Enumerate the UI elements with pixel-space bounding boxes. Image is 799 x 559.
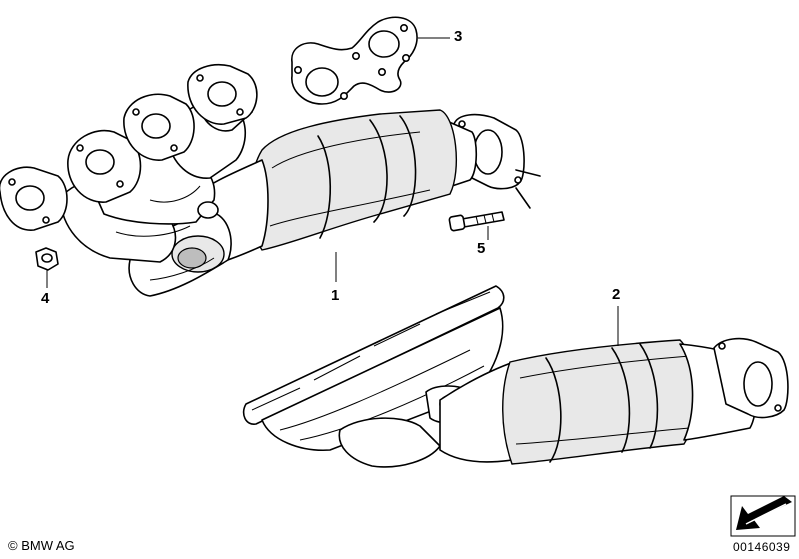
part-5-bolt [448,211,505,232]
callout-part-4: 4 [41,290,50,307]
callout-part-1: 1 [331,287,340,304]
leader-lines [46,37,619,346]
copyright-text: © BMW AG [8,538,75,553]
document-number: 00146039 [733,540,791,554]
callout-part-5: 5 [477,240,486,257]
part-3-gasket [291,16,418,105]
arrow-nav-icon[interactable] [730,495,796,537]
callout-part-3: 3 [454,28,463,45]
part-4-nut [35,247,59,271]
part-2-catalytic-converter [242,285,789,468]
part-1-catalytic-converter [0,64,541,297]
callout-part-2: 2 [612,286,621,303]
